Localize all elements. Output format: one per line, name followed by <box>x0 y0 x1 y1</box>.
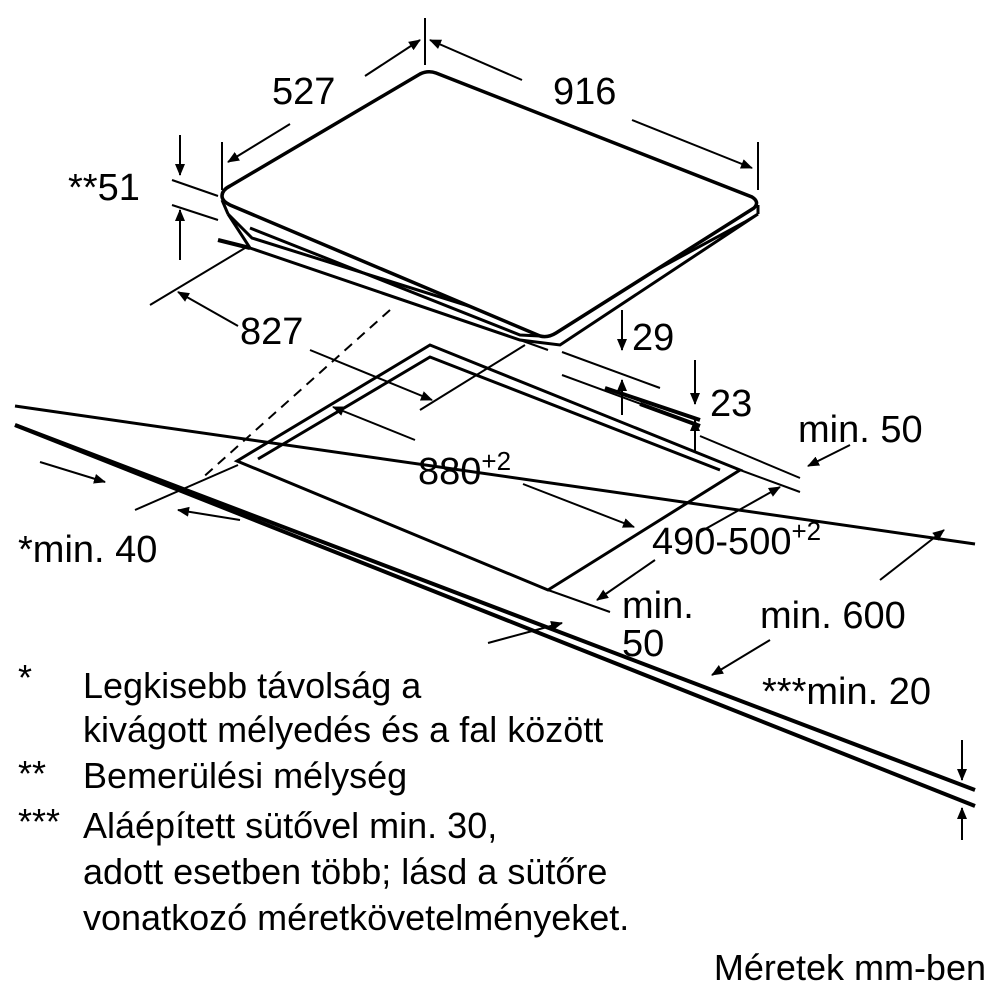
note-3-line-2: adott esetben több; lásd a sütőre <box>83 851 608 892</box>
dim-offset-29: 29 <box>632 317 675 359</box>
dim-worktop-thickness: ***min. 20 <box>762 671 931 713</box>
dim-cutout-width: 880+2 <box>418 446 512 493</box>
dim-offset-23: 23 <box>710 383 753 425</box>
dim-depth-527: 527 <box>272 71 336 113</box>
dim-bottom-width-827: 827 <box>240 311 304 353</box>
units-footer: Méretek mm-ben <box>713 947 986 988</box>
note-2-line-1: Bemerülési mélység <box>83 755 408 796</box>
note-1-mark: * <box>18 657 33 698</box>
note-1-line-2: kivágott mélyedés és a fal között <box>83 709 604 750</box>
dim-installation-depth: **51 <box>68 167 140 209</box>
dim-cutout-depth: 490-500+2 <box>652 516 822 563</box>
dim-wall-distance: min. 50 <box>798 409 923 451</box>
dim-width-916: 916 <box>553 71 617 113</box>
note-1-line-1: Legkisebb távolság a <box>83 665 422 706</box>
dim-front-min-label: min. <box>622 585 694 627</box>
projection-dashed-line <box>199 309 391 481</box>
note-3-mark: *** <box>18 801 61 842</box>
note-3-line-1: Aláépített sütővel min. 30, <box>83 805 498 846</box>
worktop <box>14 404 976 808</box>
dim-worktop-depth: min. 600 <box>760 595 906 637</box>
dimension-lines <box>39 18 967 840</box>
dim-cutout-depth-tolerance: +2 <box>791 516 822 546</box>
cooktop <box>217 69 760 351</box>
note-2-mark: ** <box>18 753 47 794</box>
dim-cutout-width-tolerance: +2 <box>481 446 512 476</box>
dim-front-edge-min: *min. 40 <box>18 529 158 571</box>
note-3-line-3: vonatkozó méretkövetelményeket. <box>83 897 630 938</box>
dim-front-min-value: 50 <box>622 623 665 665</box>
